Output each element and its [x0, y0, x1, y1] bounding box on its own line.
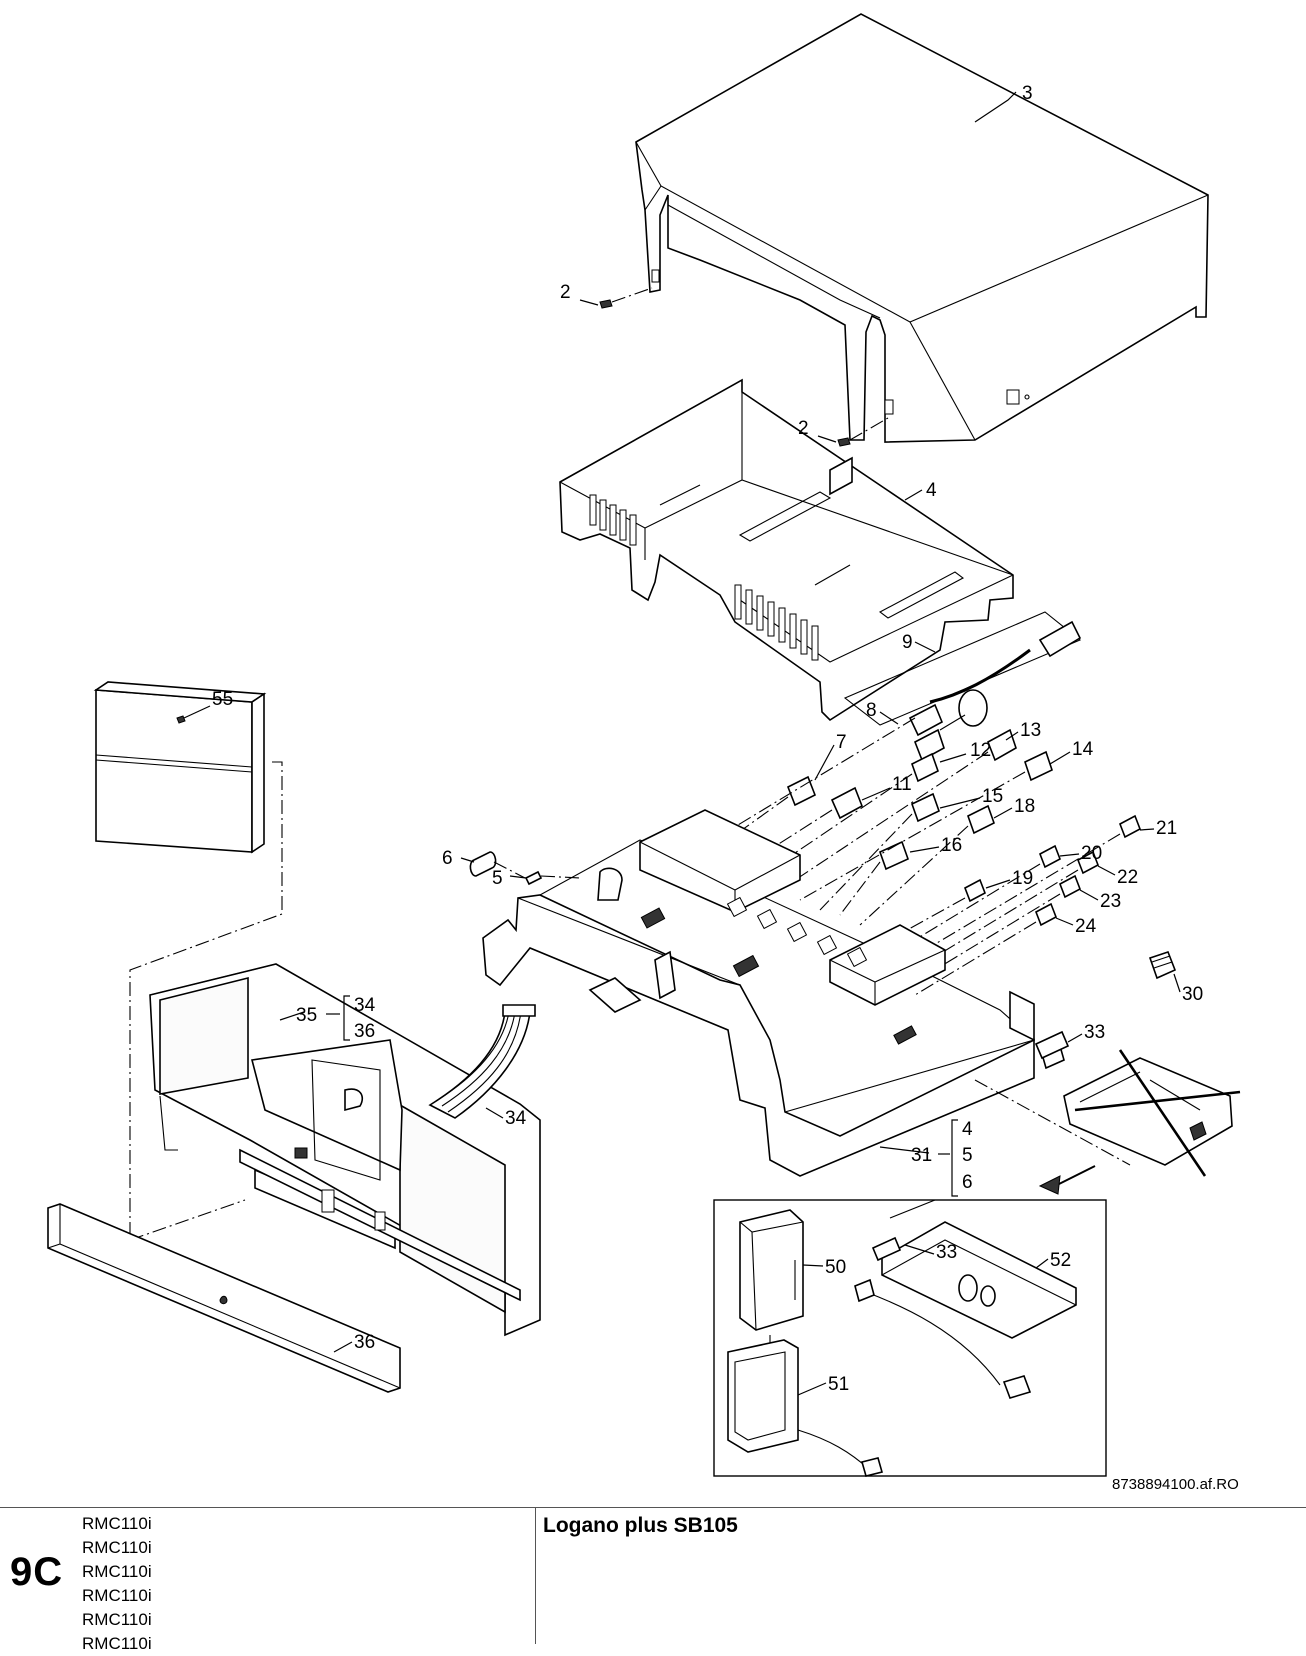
connector-12	[911, 752, 939, 783]
part-34-ribbon-cable	[428, 1004, 536, 1119]
part-51-wifi-holder	[727, 1339, 883, 1477]
callout-36: 36	[354, 1332, 375, 1353]
callout-52: 52	[1050, 1250, 1071, 1271]
connector-19	[963, 878, 987, 903]
part-3-top-cover	[635, 13, 1209, 443]
bracket-31-item: 6	[962, 1172, 973, 1193]
callout-4: 4	[926, 480, 937, 501]
model-item: RMC110i	[82, 1610, 152, 1629]
footer-divider	[535, 1508, 536, 1644]
callout-9: 9	[902, 632, 913, 653]
replacement-kit-box	[713, 1199, 1107, 1477]
exploded-parts-drawing: 3 2 2 4 9 55 8 13 7 12 14 11 15 18 21 6 …	[47, 13, 1241, 1493]
part-55-front-cover	[93, 681, 267, 854]
connector-24	[1034, 902, 1058, 927]
connector-18	[967, 804, 995, 835]
callout-30: 30	[1182, 984, 1203, 1005]
model-item: RMC110i	[82, 1634, 152, 1653]
connector-11	[830, 786, 864, 820]
callout-24: 24	[1075, 916, 1097, 937]
part-33-connector	[1034, 1030, 1070, 1060]
bracket-31	[938, 1119, 958, 1197]
part-36-front-trim	[47, 1203, 401, 1393]
bracket-31-item: 5	[962, 1145, 973, 1166]
bracket-35-item: 36	[354, 1021, 375, 1042]
part-2-screw-left	[599, 287, 653, 309]
callout-33: 33	[936, 1242, 957, 1263]
bracket-35-item: 34	[354, 995, 376, 1016]
model-item: RMC110i	[82, 1586, 152, 1605]
callout-19: 19	[1012, 868, 1033, 889]
part-33-kit-connector	[871, 1236, 902, 1262]
callout-11: 11	[892, 774, 912, 795]
part-52-adapter-board	[854, 1221, 1077, 1399]
connector-23	[1058, 874, 1082, 899]
callout-16: 16	[941, 835, 962, 856]
callout-31: 31	[911, 1145, 932, 1166]
callout-34: 34	[505, 1108, 527, 1129]
callout-21: 21	[1156, 818, 1177, 839]
footer: 9C RMC110i RMC110i RMC110i RMC110i RMC11…	[0, 1507, 1306, 1653]
callout-8: 8	[866, 700, 877, 721]
callout-13: 13	[1020, 720, 1041, 741]
callout-15: 15	[982, 786, 1003, 807]
part-9-cable-harness	[843, 611, 1082, 762]
callout-20: 20	[1081, 843, 1102, 864]
bracket-31-item: 4	[962, 1119, 973, 1140]
part-30-cable-clip	[1148, 951, 1177, 980]
callout-labels: 3 2 2 4 9 55 8 13 7 12 14 11 15 18 21 6 …	[212, 83, 1239, 1493]
connector-13	[986, 728, 1017, 762]
callout-50: 50	[825, 1257, 846, 1278]
part-5-fuse	[493, 861, 581, 886]
callout-22: 22	[1117, 867, 1138, 888]
part-4-inner-cover	[559, 378, 1014, 722]
connector-22	[1076, 850, 1100, 875]
part-50-wifi-module	[739, 1209, 804, 1331]
callout-7: 7	[836, 732, 847, 753]
connector-21	[1118, 814, 1142, 839]
connector-20	[1038, 844, 1062, 869]
callout-5: 5	[492, 868, 503, 889]
callout-2: 2	[798, 418, 809, 439]
callout-35: 35	[296, 1005, 317, 1026]
obsolete-board-crossed	[974, 1044, 1241, 1195]
product-title: Logano plus SB105	[543, 1514, 738, 1537]
connector-14	[1024, 750, 1053, 782]
leader-lines	[183, 91, 1181, 1396]
callout-51: 51	[828, 1374, 849, 1395]
callout-14: 14	[1072, 739, 1094, 760]
model-item: RMC110i	[82, 1538, 152, 1557]
callout-33: 33	[1084, 1022, 1105, 1043]
callout-55: 55	[212, 689, 233, 710]
drawing-reference: 8738894100.af.RO	[1112, 1476, 1239, 1493]
connector-16	[879, 840, 909, 871]
assembly-lines-left	[129, 761, 283, 1241]
model-item: RMC110i	[82, 1562, 152, 1581]
part-35-control-housing	[149, 963, 541, 1337]
part-6-fuse-holder	[469, 851, 497, 877]
model-item: RMC110i	[82, 1514, 152, 1533]
callout-23: 23	[1100, 891, 1121, 912]
callout-18: 18	[1014, 796, 1035, 817]
connector-15	[911, 792, 940, 823]
callout-6: 6	[442, 848, 453, 869]
section-code: 9C	[10, 1550, 64, 1594]
part-31-base-chassis	[482, 809, 1035, 1177]
connector-7	[786, 775, 817, 807]
bracket-35	[326, 995, 350, 1041]
callout-3: 3	[1022, 83, 1033, 104]
callout-2: 2	[560, 282, 571, 303]
callout-12: 12	[970, 740, 991, 761]
model-list: RMC110i RMC110i RMC110i RMC110i RMC110i …	[82, 1512, 152, 1656]
part-2-screw-right	[837, 417, 889, 447]
